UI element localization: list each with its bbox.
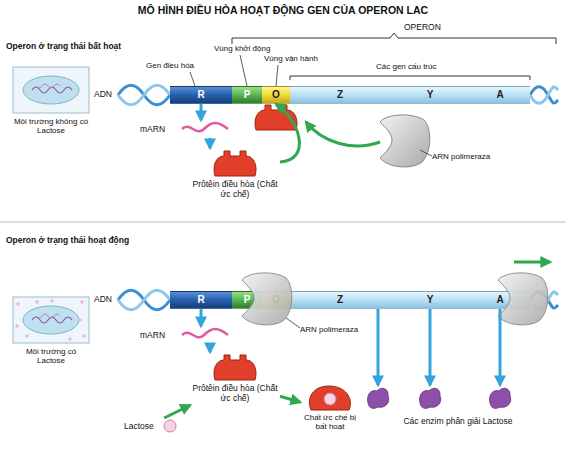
- gene-segment: Z: [290, 291, 390, 309]
- enzyme-group: Các enzim phân giải Lactose: [366, 385, 550, 443]
- leader-line: [420, 150, 432, 156]
- section-heading: Operon ở trạng thái hoạt động: [6, 236, 129, 245]
- gene-segment: Z: [290, 86, 390, 104]
- node-text: Môi trường có Lactose: [12, 347, 90, 365]
- annotation-label: ARN polimeraza: [300, 326, 358, 335]
- gene-segment: P: [232, 86, 262, 104]
- annotation-label: OPERON: [404, 23, 441, 32]
- helix-strand: [118, 85, 170, 105]
- inactive-shape: [305, 382, 355, 412]
- node-text: Lactose: [124, 418, 154, 434]
- flow-arrow: [429, 309, 432, 385]
- helix-strand: [118, 85, 170, 105]
- mrna-squiggle: [180, 120, 230, 138]
- cell-picture: [12, 296, 90, 344]
- rna-polymerase: [380, 115, 430, 167]
- node-text: mARN: [140, 326, 165, 344]
- repressor-shape: [210, 148, 260, 178]
- node-text: A: [470, 87, 530, 103]
- leader-line: [190, 72, 195, 86]
- enzyme-shape: [487, 385, 513, 411]
- lactose-circle: [162, 418, 178, 434]
- node-text: R: [170, 292, 232, 308]
- node-text: A: [470, 292, 530, 308]
- node-text: P: [232, 87, 262, 103]
- flow-arrow: [200, 309, 203, 326]
- section-divider: [0, 222, 566, 223]
- mrna-strand: mARN: [140, 120, 230, 138]
- operon-bracket: [232, 33, 556, 44]
- gene-segment: R: [170, 86, 232, 104]
- cell-picture: [12, 66, 90, 114]
- enzyme-shape: [365, 385, 391, 411]
- mrna-strand: mARN: [140, 326, 230, 344]
- gene-segment: Y: [390, 291, 470, 309]
- leader-line: [240, 55, 247, 86]
- annotation-label: Gen điều hòa: [146, 62, 194, 71]
- annotation-label: ADN: [94, 90, 112, 99]
- gene-segment: O: [262, 86, 290, 104]
- helix-strand: [530, 87, 558, 103]
- gene-segment: A: [470, 291, 530, 309]
- node-text: Z: [290, 87, 390, 103]
- annotation-label: Các gen cấu trúc: [376, 63, 436, 72]
- environment-panel: Môi trường không có Lactose: [12, 66, 90, 146]
- leader-line: [276, 65, 278, 86]
- node-text: O: [262, 87, 290, 103]
- flow-arrow: [280, 396, 300, 402]
- dna-helix-ends: [118, 85, 558, 310]
- annotation-label: Vùng vận hành: [264, 55, 318, 64]
- inactive-repressor: Chất ức chế bị bất hoạt: [300, 382, 360, 440]
- node-text: O: [262, 292, 290, 308]
- annotation-label: Vùng khởi động: [214, 45, 270, 54]
- flow-arrow: [200, 104, 203, 120]
- gene-segment: R: [170, 291, 232, 309]
- annotation-label: ADN: [94, 295, 112, 304]
- flow-arrow: [499, 309, 502, 385]
- flow-arrow: [209, 138, 212, 148]
- diagram-title: MÔ HÌNH ĐIỀU HÒA HOẠT ĐỘNG GEN CỦA OPERO…: [0, 5, 566, 17]
- bound-repressor: [255, 105, 297, 130]
- section-heading: Operon ở trạng thái bất hoạt: [6, 42, 121, 51]
- helix-strand: [530, 292, 558, 308]
- flow-arrow: [276, 104, 299, 162]
- node-text: Chất ức chế bị bất hoạt: [300, 413, 360, 431]
- node-text: Môi trường không có Lactose: [12, 117, 90, 135]
- node-text: P: [232, 292, 262, 308]
- repressor-protein: Prôtêin điều hòa (Chất ức chế): [190, 148, 280, 210]
- node-text: mARN: [140, 120, 165, 138]
- lactose-molecule: Lactose: [118, 418, 178, 434]
- node-text: Y: [390, 292, 470, 308]
- leader-line: [286, 318, 300, 328]
- transcription-arrow: [514, 261, 550, 264]
- environment-panel: Môi trường có Lactose: [12, 296, 90, 376]
- enzyme-shape: [417, 385, 443, 411]
- mrna-squiggle: [180, 326, 230, 344]
- node-text: R: [170, 87, 232, 103]
- gene-segment: A: [470, 86, 530, 104]
- repressor-protein: Prôtêin điều hòa (Chất ức chế): [190, 352, 280, 414]
- flow-arrow: [164, 405, 190, 418]
- helix-strand: [530, 292, 558, 308]
- repressor-shape: [210, 352, 260, 382]
- gene-segment: P: [232, 291, 262, 309]
- helix-strand: [118, 290, 170, 310]
- structural-bracket: [290, 76, 530, 80]
- node-text: Prôtêin điều hòa (Chất ức chế): [190, 180, 280, 200]
- node-text: Y: [390, 87, 470, 103]
- node-text: Các enzim phân giải Lactose: [366, 417, 550, 427]
- gene-segment: Y: [390, 86, 470, 104]
- helix-strand: [530, 87, 558, 103]
- helix-strand: [118, 290, 170, 310]
- blocking-arrow: [306, 122, 380, 146]
- flow-arrow: [377, 309, 380, 385]
- annotation-label: ARN polimeraza: [432, 153, 490, 162]
- node-text: Z: [290, 292, 390, 308]
- flow-arrow: [209, 344, 212, 352]
- node-text: Prôtêin điều hòa (Chất ức chế): [190, 384, 280, 404]
- gene-segment: O: [262, 291, 290, 309]
